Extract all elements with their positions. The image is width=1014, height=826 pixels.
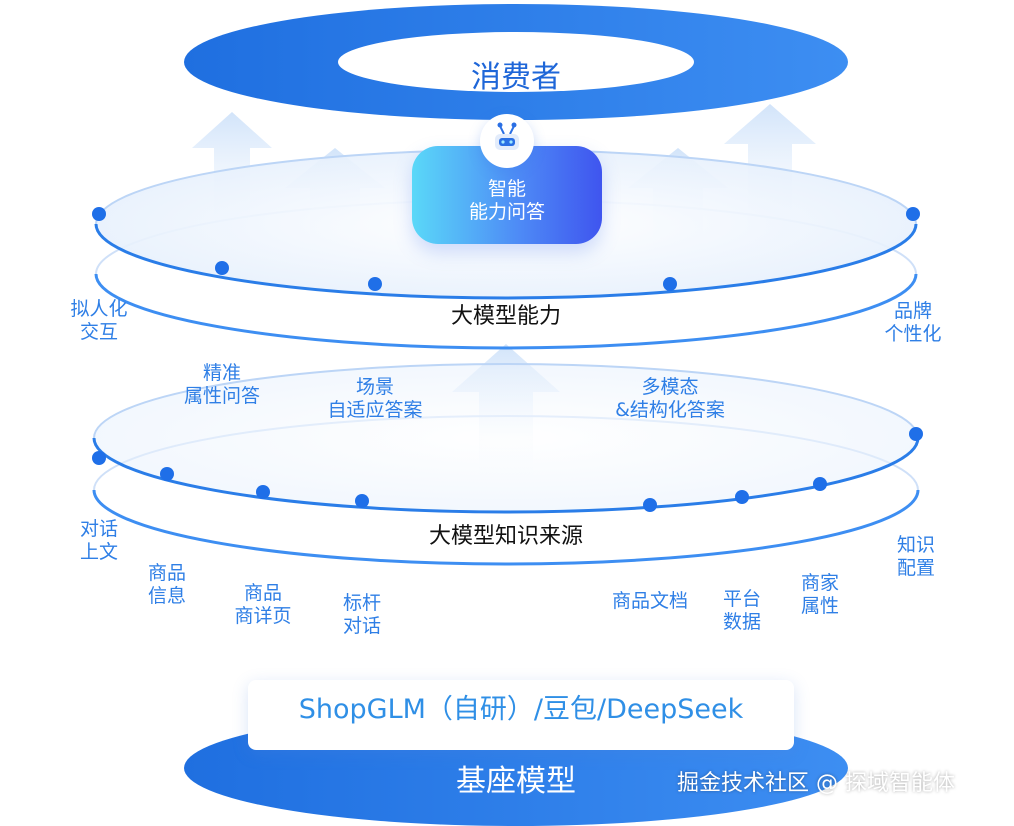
- capability-item-line2: &结构化答案: [615, 398, 725, 421]
- capability-item-line1: 品牌: [893, 300, 932, 322]
- robot-icon: [480, 114, 534, 168]
- capability-item-line1: 多模态: [641, 376, 699, 398]
- capability-layer-title: 大模型能力: [450, 304, 561, 329]
- capability-item: 精准 属性问答: [162, 362, 282, 408]
- knowledge-item-line2: 上文: [79, 540, 118, 563]
- knowledge-item-line2: 属性: [800, 594, 839, 617]
- capability-item: 场景 自适应答案: [315, 376, 435, 422]
- knowledge-item-line1: 商品: [243, 582, 282, 604]
- consumer-ring: [184, 4, 848, 120]
- knowledge-item-line1: 知识: [896, 534, 935, 556]
- knowledge-item-line1: 商品: [147, 562, 186, 584]
- base-model-box: [248, 680, 794, 750]
- qa-label: 智能 能力问答: [412, 178, 602, 224]
- knowledge-item-line1: 标杆: [342, 592, 381, 614]
- knowledge-item-line2: 数据: [722, 610, 761, 633]
- capability-item-line1: 拟人化: [70, 298, 128, 320]
- qa-label-line2: 能力问答: [468, 200, 545, 223]
- knowledge-item-line1: 平台: [722, 588, 761, 610]
- capability-item: 品牌 个性化: [863, 300, 963, 346]
- capability-item-line2: 属性问答: [183, 384, 260, 407]
- knowledge-layer-title: 大模型知识来源: [428, 524, 583, 549]
- capability-markers: [92, 207, 920, 372]
- knowledge-item: 对话 上文: [59, 518, 139, 564]
- knowledge-item: 商家 属性: [780, 572, 860, 618]
- capability-item-line1: 场景: [355, 376, 394, 398]
- capability-item: 多模态 &结构化答案: [600, 376, 740, 422]
- qa-label-line1: 智能: [487, 178, 526, 200]
- knowledge-item-line2: 对话: [342, 614, 381, 637]
- base-model-list: ShopGLM（自研）/豆包/DeepSeek: [298, 694, 744, 725]
- knowledge-item: 商品文档: [595, 590, 705, 613]
- knowledge-item-line1: 商品文档: [611, 590, 688, 612]
- knowledge-markers: [92, 427, 923, 590]
- knowledge-item-line1: 商家: [800, 572, 839, 594]
- knowledge-item-line2: 商详页: [234, 604, 292, 627]
- consumer-title: 消费者: [471, 60, 561, 95]
- capability-item: 拟人化 交互: [49, 298, 149, 344]
- knowledge-item: 平台 数据: [702, 588, 782, 634]
- knowledge-item-line2: 配置: [896, 556, 935, 579]
- capability-item-line2: 个性化: [884, 322, 942, 345]
- knowledge-item: 商品 商详页: [213, 582, 313, 628]
- knowledge-item-line2: 信息: [147, 584, 186, 607]
- watermark: 掘金技术社区 @ 探域智能体: [677, 771, 955, 796]
- knowledge-item: 商品 信息: [127, 562, 207, 608]
- capability-item-line2: 交互: [79, 320, 118, 343]
- base-title: 基座模型: [456, 764, 576, 799]
- knowledge-item: 标杆 对话: [322, 592, 402, 638]
- knowledge-item: 知识 配置: [876, 534, 956, 580]
- capability-item-line2: 自适应答案: [327, 398, 423, 421]
- knowledge-disc: [92, 363, 920, 566]
- capability-item-line1: 精准: [202, 362, 241, 384]
- knowledge-item-line1: 对话: [79, 518, 118, 540]
